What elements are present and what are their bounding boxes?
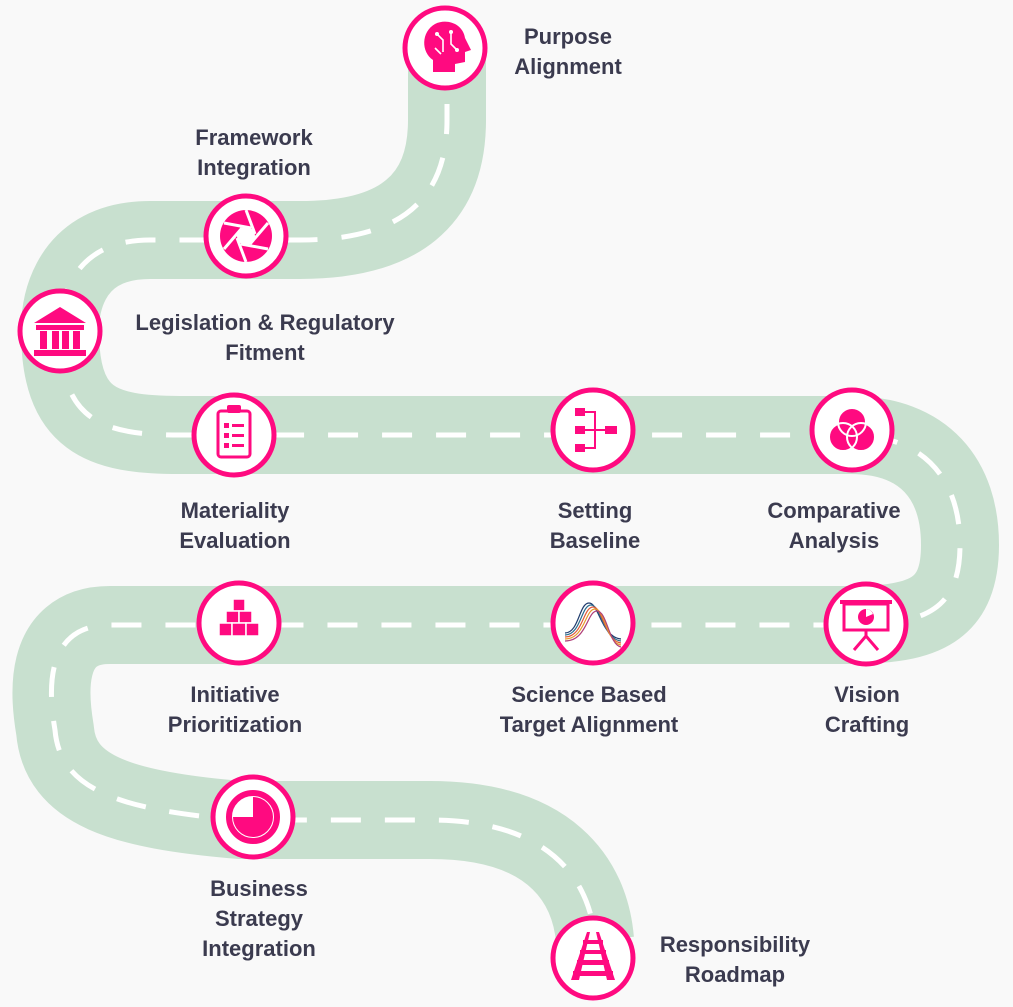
label-line: Science Based (511, 682, 667, 707)
label-line: Setting (557, 498, 633, 523)
label-line: Target Alignment (499, 712, 679, 737)
milestone-purpose (402, 5, 488, 91)
road-dash-line (48, 50, 963, 941)
label-line: Roadmap (684, 962, 786, 987)
label-science: Science Based Target Alignment (478, 680, 700, 740)
label-line: Integration (197, 155, 311, 180)
label-legislation: Legislation & Regulatory Fitment (110, 308, 420, 368)
label-line: Strategy (214, 906, 304, 931)
label-line: Responsibility (659, 932, 811, 957)
label-line: Prioritization (167, 712, 303, 737)
label-line: Materiality (180, 498, 290, 523)
milestone-vision (823, 581, 909, 667)
milestone-legislation (17, 288, 103, 374)
milestone-framework (203, 193, 289, 279)
courthouse-icon (34, 307, 86, 356)
presentation-board-icon (840, 600, 892, 651)
label-line: Baseline (549, 528, 641, 553)
label-line: Integration (202, 936, 316, 961)
label-vision: Vision Crafting (805, 680, 929, 740)
label-line: Comparative (767, 498, 901, 523)
box-pyramid-icon (218, 598, 260, 637)
label-business: Business Strategy Integration (180, 874, 338, 964)
label-line: Alignment (514, 54, 622, 79)
label-framework: Framework Integration (174, 123, 334, 183)
railway-track-icon (571, 932, 615, 980)
pie-chart-icon (226, 790, 280, 844)
road-path (12, 50, 999, 945)
label-line: Business (210, 876, 308, 901)
venn-circles-icon (828, 407, 876, 452)
milestone-business (210, 774, 296, 860)
label-line: Evaluation (179, 528, 291, 553)
hierarchy-icon (575, 408, 617, 452)
label-line: Fitment (225, 340, 305, 365)
label-line: Initiative (190, 682, 280, 707)
label-line: Framework (195, 125, 313, 150)
label-comparative: Comparative Analysis (748, 496, 920, 556)
milestone-baseline (550, 387, 636, 473)
milestone-materiality (191, 392, 277, 478)
label-baseline: Setting Baseline (530, 496, 660, 556)
milestone-roadmap (550, 915, 636, 1001)
milestone-initiative (196, 580, 282, 666)
wave-curves-icon (564, 602, 622, 648)
milestone-science (550, 580, 636, 666)
aperture-icon (220, 209, 272, 263)
label-roadmap: Responsibility Roadmap (640, 930, 830, 990)
label-line: Purpose (523, 24, 613, 49)
label-materiality: Materiality Evaluation (160, 496, 310, 556)
clipboard-checklist-icon (216, 405, 252, 459)
label-line: Vision (834, 682, 900, 707)
label-initiative: Initiative Prioritization (150, 680, 320, 740)
milestone-comparative (809, 387, 895, 473)
label-purpose: Purpose Alignment (500, 22, 636, 82)
label-line: Analysis (788, 528, 880, 553)
head-circuit-icon (424, 21, 471, 72)
label-line: Crafting (824, 712, 910, 737)
label-line: Legislation & Regulatory (135, 310, 395, 335)
